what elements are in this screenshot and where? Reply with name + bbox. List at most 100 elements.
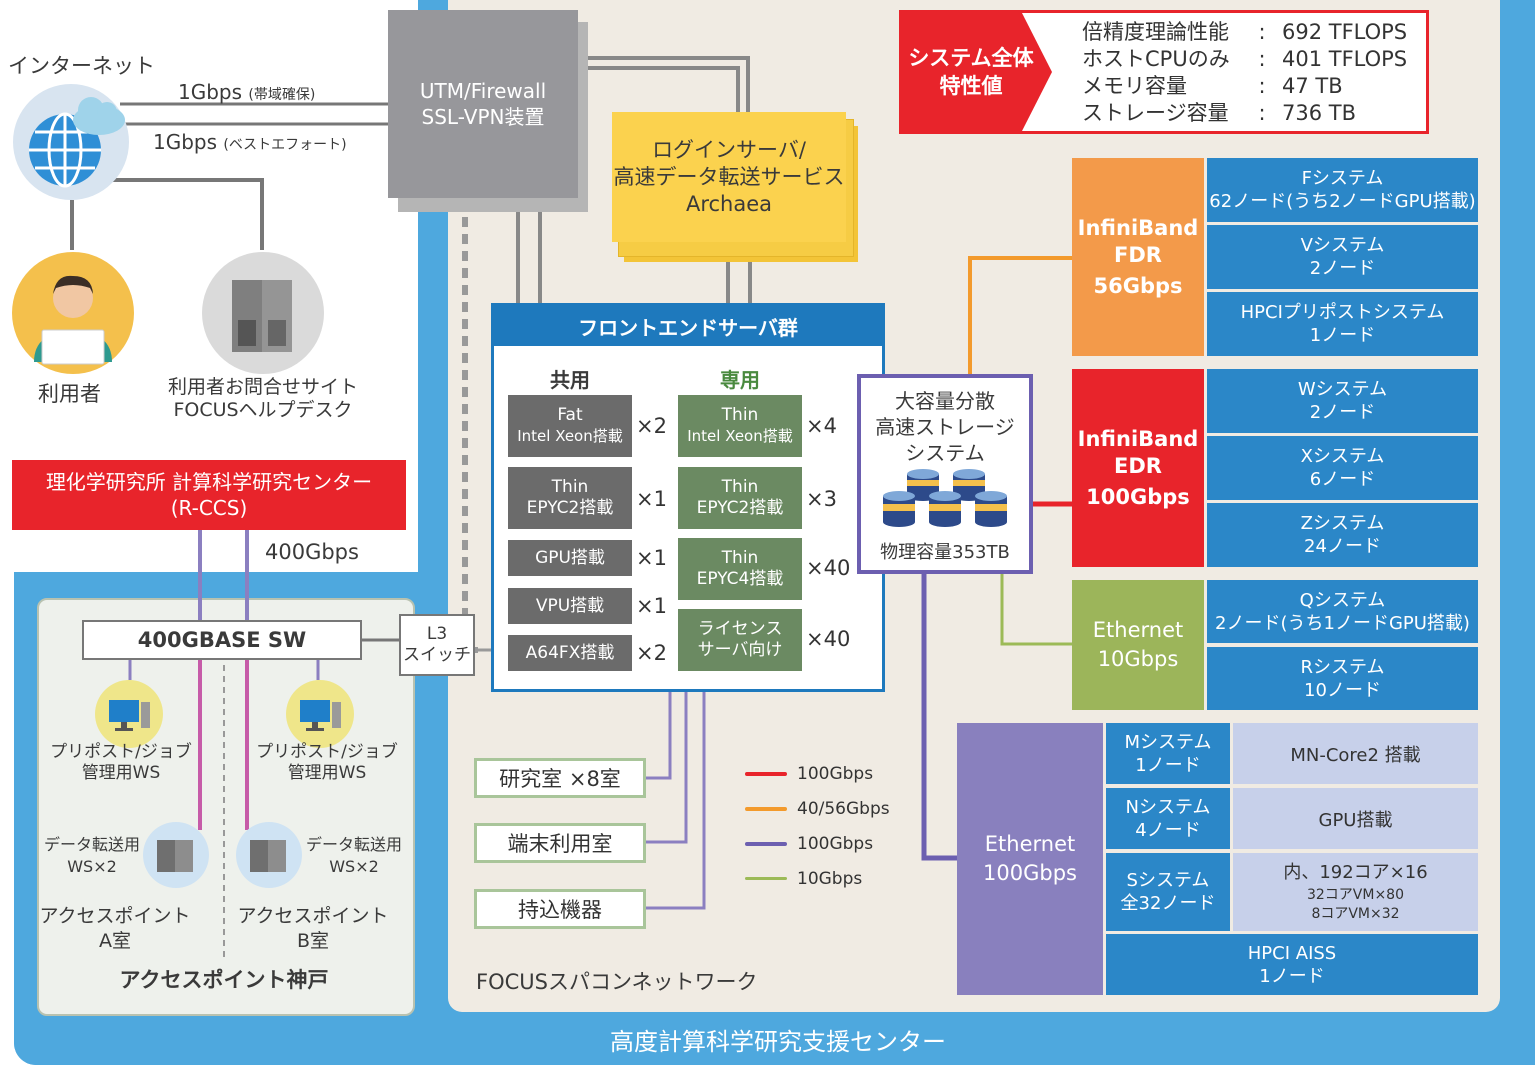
room-byod: 持込機器 [474,889,646,929]
spec-sep: : [1258,74,1266,98]
storage-line2: 高速ストレージ [875,415,1015,439]
network-line3: 56Gbps [1093,273,1183,298]
focus-network-label: FOCUSスパコンネットワーク [476,970,758,994]
login-line2: 高速データ転送サービス [613,164,845,189]
system-name: Zシステム [1300,513,1385,534]
ws-label-line1: プリポスト/ジョブ [50,742,192,762]
storage-system: 大容量分散 高速ストレージ システム 物理容量353TB [857,374,1033,574]
system-m-detail: MN-Core2 搭載 [1233,723,1478,784]
spec-key: メモリ容量 [1082,74,1187,98]
database-icon [881,468,1011,532]
bottom-band [14,1010,1535,1065]
network-line2: 10Gbps [1097,647,1179,671]
room-b-label: アクセスポイント B室 [237,904,389,954]
storage-title: 大容量分散 高速ストレージ システム [861,388,1029,466]
spec-sep: : [1258,47,1266,71]
server-count: ×3 [806,487,837,511]
network-line2: FDR [1114,242,1162,267]
legend-item: 100Gbps [745,826,915,861]
switch-400gbase: 400GBASE SW [82,620,362,660]
user-label: 利用者 [38,382,101,406]
system-x: Xシステム 6ノード [1207,436,1478,500]
system-detail: 内、192コア×16 [1283,862,1428,883]
user-icon [12,252,134,374]
server-line1: GPU搭載 [535,547,605,568]
system-q: Qシステム 2ノード(うち1ノードGPU搭載) [1207,580,1478,643]
riken-line2: (R-CCS) [170,496,248,520]
system-hpci-aiss: HPCI AISS 1ノード [1106,934,1478,995]
system-w: Wシステム 2ノード [1207,369,1478,433]
ws-label-line1: プリポスト/ジョブ [256,742,398,762]
system-nodes: 2ノード(うち1ノードGPU搭載) [1215,612,1470,634]
system-name: Xシステム [1300,446,1385,467]
system-detail: MN-Core2 搭載 [1290,744,1421,766]
legend: 100Gbps 40/56Gbps 100Gbps 10Gbps [745,756,915,896]
l3-switch: L3 スイッチ [399,614,475,676]
system-s-detail: 内、192コア×16 32コアVM×80 8コアVM×32 [1233,853,1478,931]
server-count: ×1 [636,594,667,618]
system-r: Rシステム 10ノード [1207,647,1478,710]
dt-label-line2: WS×2 [67,857,117,876]
spec-value: 401 TFLOPS [1282,47,1408,71]
server-line2: Intel Xeon搭載 [517,427,623,445]
room-a-line1: アクセスポイント [39,905,191,927]
system-nodes: 2ノード [1309,258,1376,279]
legend-label: 100Gbps [797,763,874,784]
server-gpu: GPU搭載 [508,540,632,576]
legend-label: 10Gbps [797,868,863,889]
server-line2: EPYC4搭載 [696,569,784,589]
server-thin-epyc2: Thin EPYC2搭載 [508,467,632,529]
l3-line2: スイッチ [403,645,471,665]
system-v: Vシステム 2ノード [1207,225,1478,289]
room-b-line2: B室 [296,930,330,952]
utm-line2: SSL-VPN装置 [421,105,545,129]
center-label: 高度計算科学研究支援センター [610,1027,946,1056]
room-a-label: アクセスポイント A室 [39,904,191,954]
server-fat-xeon: Fat Intel Xeon搭載 [508,395,632,457]
utm-line1: UTM/Firewall [419,79,547,103]
system-name: Sシステム [1126,870,1210,891]
dt-label-line2: WS×2 [329,857,379,876]
system-hpci-prepost: HPCIプリポストシステム 1ノード [1207,292,1478,356]
spec-key: ホストCPUのみ [1082,47,1230,71]
dt-label-line1: データ転送用 [305,835,402,854]
system-s: Sシステム 全32ノード [1106,853,1230,931]
server-vpu: VPU搭載 [508,588,632,624]
network-line1: InfiniBand [1077,426,1199,451]
spec-badge-line2: 特性値 [939,74,1003,98]
system-name: HPCIプリポストシステム [1240,302,1445,323]
spec-row: メモリ容量:47 TB [1082,73,1407,100]
globe-icon [13,84,129,200]
frontend-title: フロントエンドサーバ群 [494,306,882,346]
legend-label: 100Gbps [797,833,874,854]
riken-rccs-box: 理化学研究所 計算科学研究センター (R-CCS) [12,460,406,530]
server-thin-epyc4: Thin EPYC4搭載 [678,538,802,600]
system-name: Rシステム [1300,656,1385,678]
shared-label: 共用 [550,368,590,392]
room-b-line1: アクセスポイント [237,905,389,927]
spec-row: 倍精度理論性能:692 TFLOPS [1082,19,1407,46]
network-ethernet-10g: Ethernet 10Gbps [1072,580,1204,710]
storage-line1: 大容量分散 [895,389,995,413]
spec-badge-line1: システム全体 [908,46,1034,70]
system-z: Zシステム 24ノード [1207,503,1478,567]
dedicated-label: 専用 [720,368,760,392]
spec-sep: : [1258,101,1266,125]
spec-list: 倍精度理論性能:692 TFLOPS ホストCPUのみ:401 TFLOPS メ… [1082,19,1407,127]
system-m: Mシステム 1ノード [1106,723,1230,784]
server-count: ×40 [806,556,851,580]
server-line1: Thin [721,405,759,425]
storage-capacity: 物理容量353TB [880,542,1010,563]
internet-label: インターネット [8,54,155,78]
server-count: ×2 [636,641,667,665]
network-infiniband-fdr: InfiniBand FDR 56Gbps [1072,158,1204,356]
storage-line3: システム [905,441,985,465]
system-name: Vシステム [1300,235,1385,256]
login-line1: ログインサーバ/ [652,137,806,162]
link-best-effort-speed: 1Gbps [153,130,218,154]
server-line2: Intel Xeon搭載 [687,427,793,445]
system-n: Nシステム 4ノード [1106,788,1230,849]
system-name: Mシステム [1124,731,1212,753]
kobe-area [37,598,415,1016]
riken-line1: 理化学研究所 計算科学研究センター [45,470,373,494]
